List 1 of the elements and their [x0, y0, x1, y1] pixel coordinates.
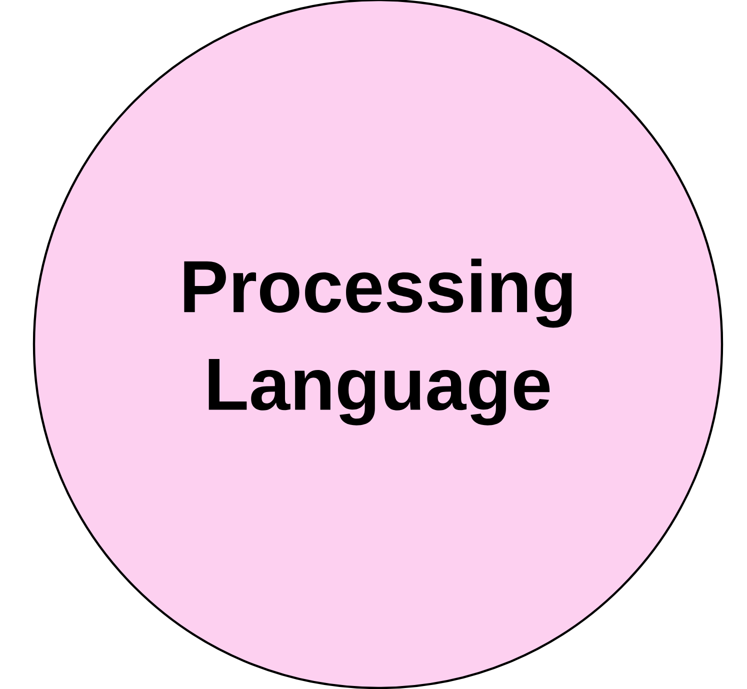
circle-node: Processing Language — [32, 0, 724, 689]
